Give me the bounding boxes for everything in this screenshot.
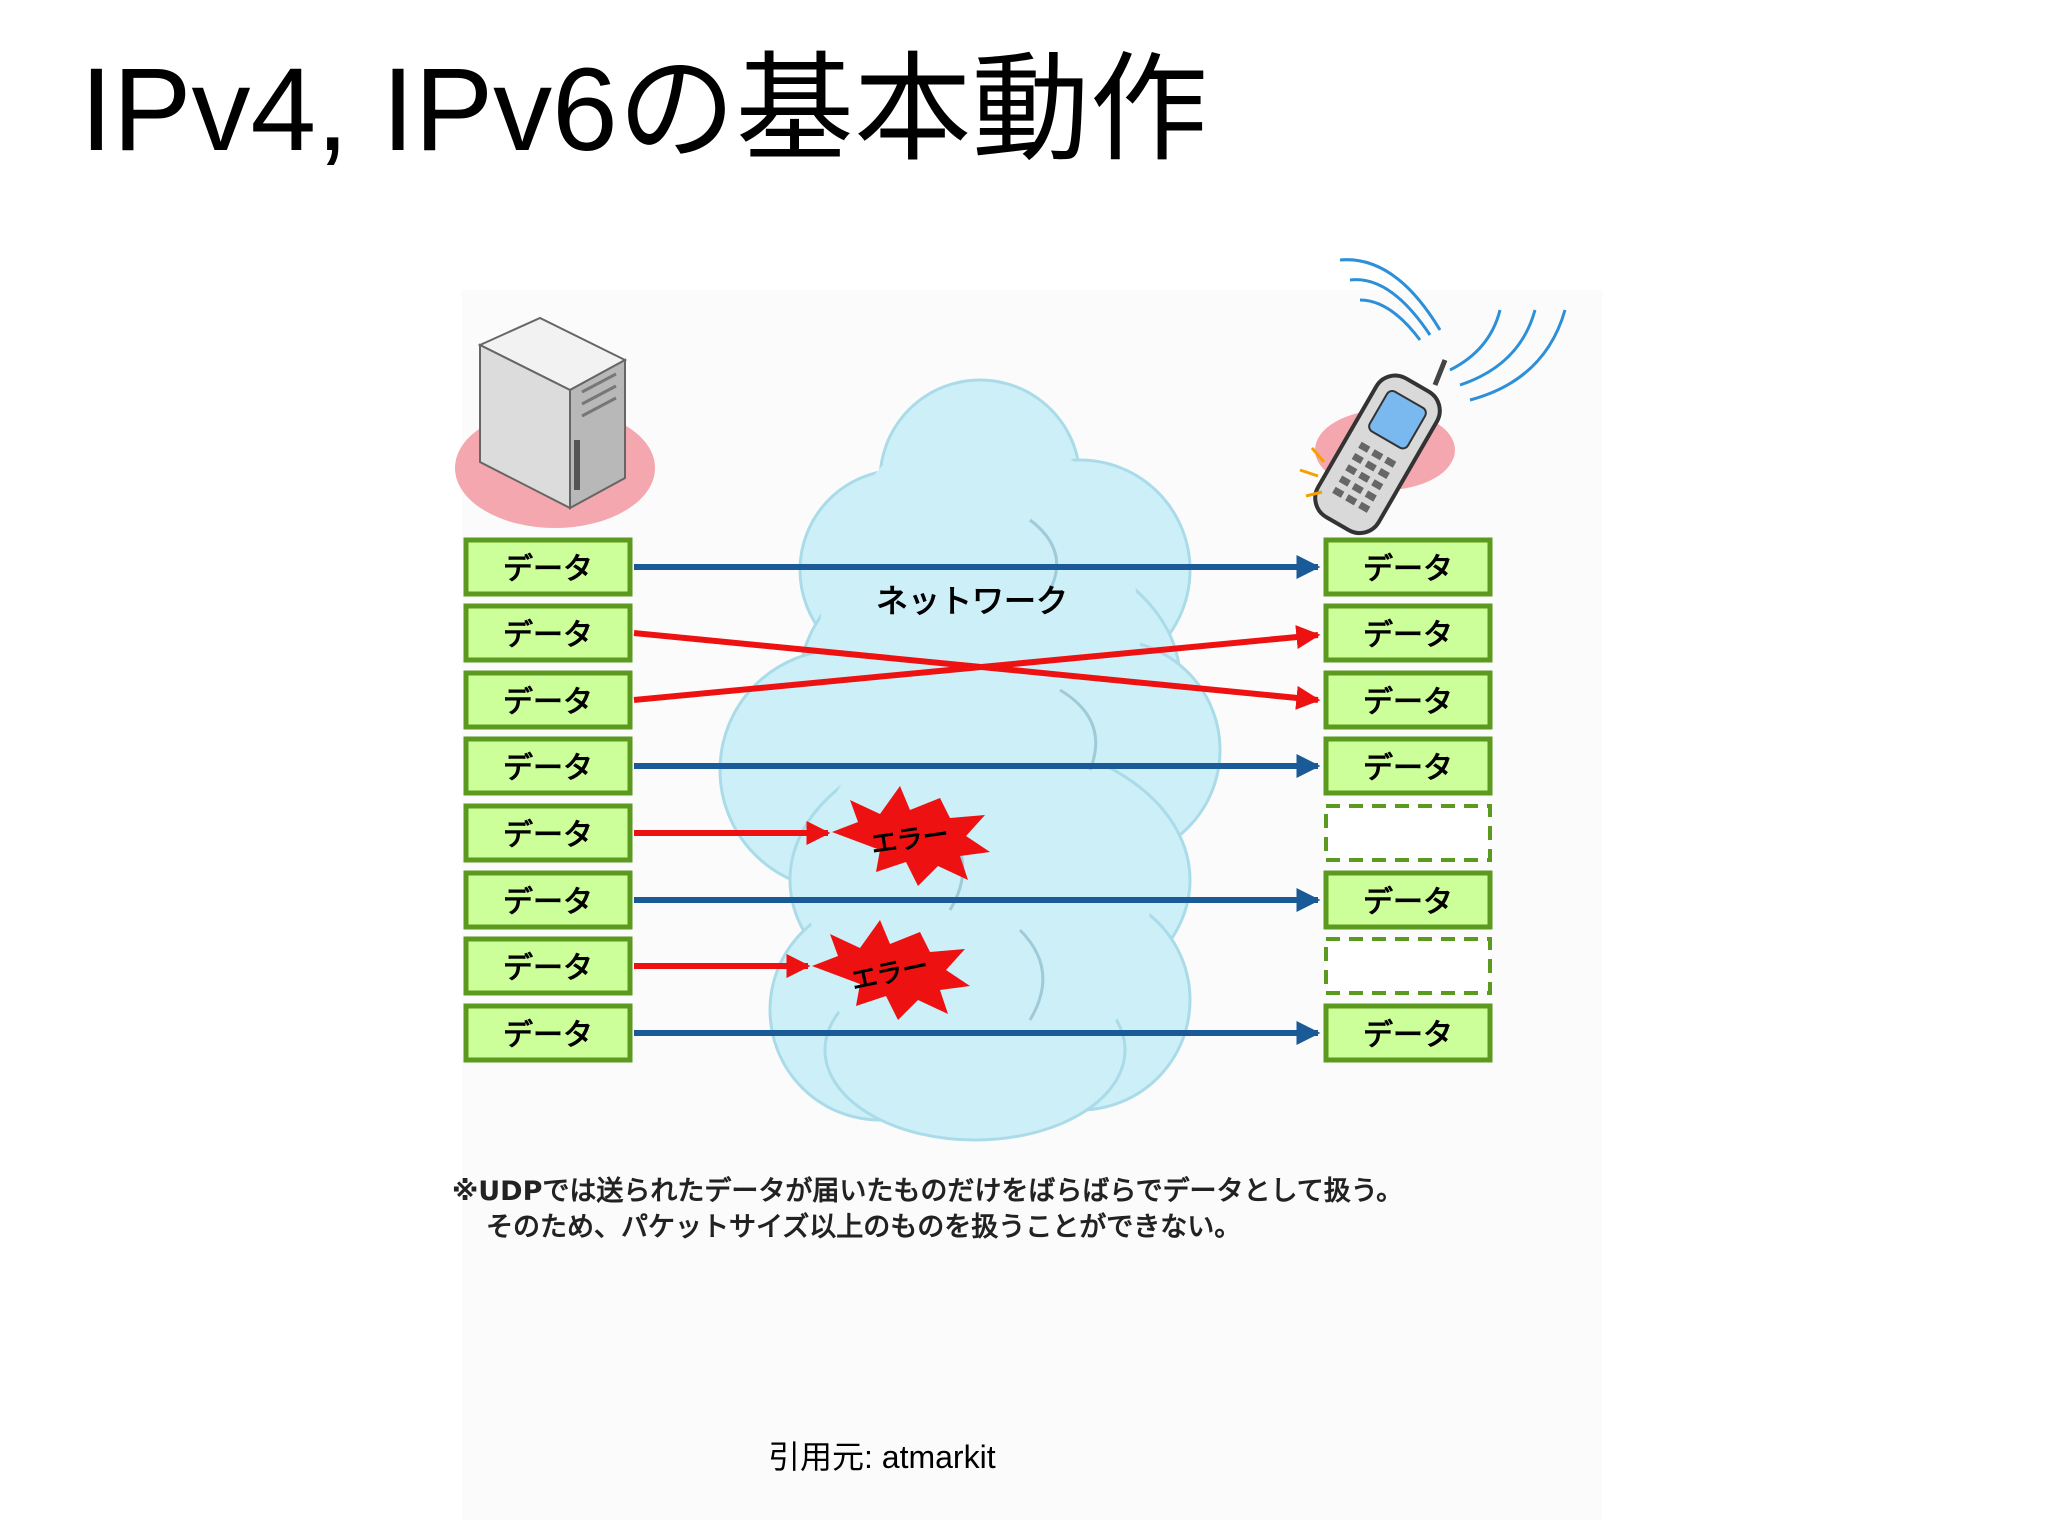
sender-packet: データ bbox=[463, 1003, 633, 1063]
svg-text:データ: データ bbox=[503, 1018, 593, 1053]
sender-packet: データ bbox=[463, 537, 633, 597]
error-burst-1: エラー bbox=[832, 786, 990, 886]
receiver-packet: データ bbox=[1323, 870, 1493, 930]
svg-text:データ: データ bbox=[503, 751, 593, 786]
sender-packet: データ bbox=[463, 670, 633, 730]
sender-packet: データ bbox=[463, 870, 633, 930]
network-label: ネットワーク bbox=[876, 582, 1068, 620]
server-icon bbox=[455, 316, 655, 528]
receiver-packet-missing bbox=[1324, 804, 1492, 862]
arrows bbox=[633, 555, 1321, 1045]
note-line-2: そのため、パケットサイズ以上のものを扱うことができない。 bbox=[486, 1211, 1241, 1243]
svg-text:データ: データ bbox=[503, 951, 593, 986]
svg-text:データ: データ bbox=[1363, 618, 1453, 653]
svg-text:データ: データ bbox=[503, 685, 593, 720]
receiver-packet: データ bbox=[1323, 537, 1493, 597]
sender-packet: データ bbox=[463, 803, 633, 863]
svg-text:データ: データ bbox=[1363, 552, 1453, 587]
svg-text:データ: データ bbox=[1363, 685, 1453, 720]
citation: 引用元: atmarkit bbox=[768, 1439, 996, 1475]
sender-packets: データ データ データ データ データ データ データ データ bbox=[463, 537, 633, 1063]
receiver-packet: データ bbox=[1323, 603, 1493, 663]
svg-text:データ: データ bbox=[503, 552, 593, 587]
svg-text:データ: データ bbox=[503, 885, 593, 920]
sender-packet: データ bbox=[463, 936, 633, 996]
arrow-row-3-crossed bbox=[633, 625, 1321, 703]
error-burst-2: エラー bbox=[812, 920, 970, 1020]
svg-text:データ: データ bbox=[503, 818, 593, 853]
receiver-packet-missing bbox=[1324, 937, 1492, 995]
receiver-packet: データ bbox=[1323, 1003, 1493, 1063]
sender-packet: データ bbox=[463, 603, 633, 663]
svg-text:データ: データ bbox=[1363, 885, 1453, 920]
svg-text:データ: データ bbox=[503, 618, 593, 653]
receiver-packet: データ bbox=[1323, 736, 1493, 796]
svg-text:データ: データ bbox=[1363, 1018, 1453, 1053]
receiver-packet: データ bbox=[1323, 670, 1493, 730]
mobile-phone-icon bbox=[1299, 258, 1567, 536]
sender-packet: データ bbox=[463, 736, 633, 796]
svg-text:データ: データ bbox=[1363, 751, 1453, 786]
receiver-packets: データ データ データ データ データ データ bbox=[1323, 537, 1493, 1063]
note-line-1: ※UDPでは送られたデータが届いたものだけをばらばらでデータとして扱う。 bbox=[452, 1175, 1403, 1207]
slide-title: IPv4, IPv6の基本動作 bbox=[80, 44, 1208, 176]
